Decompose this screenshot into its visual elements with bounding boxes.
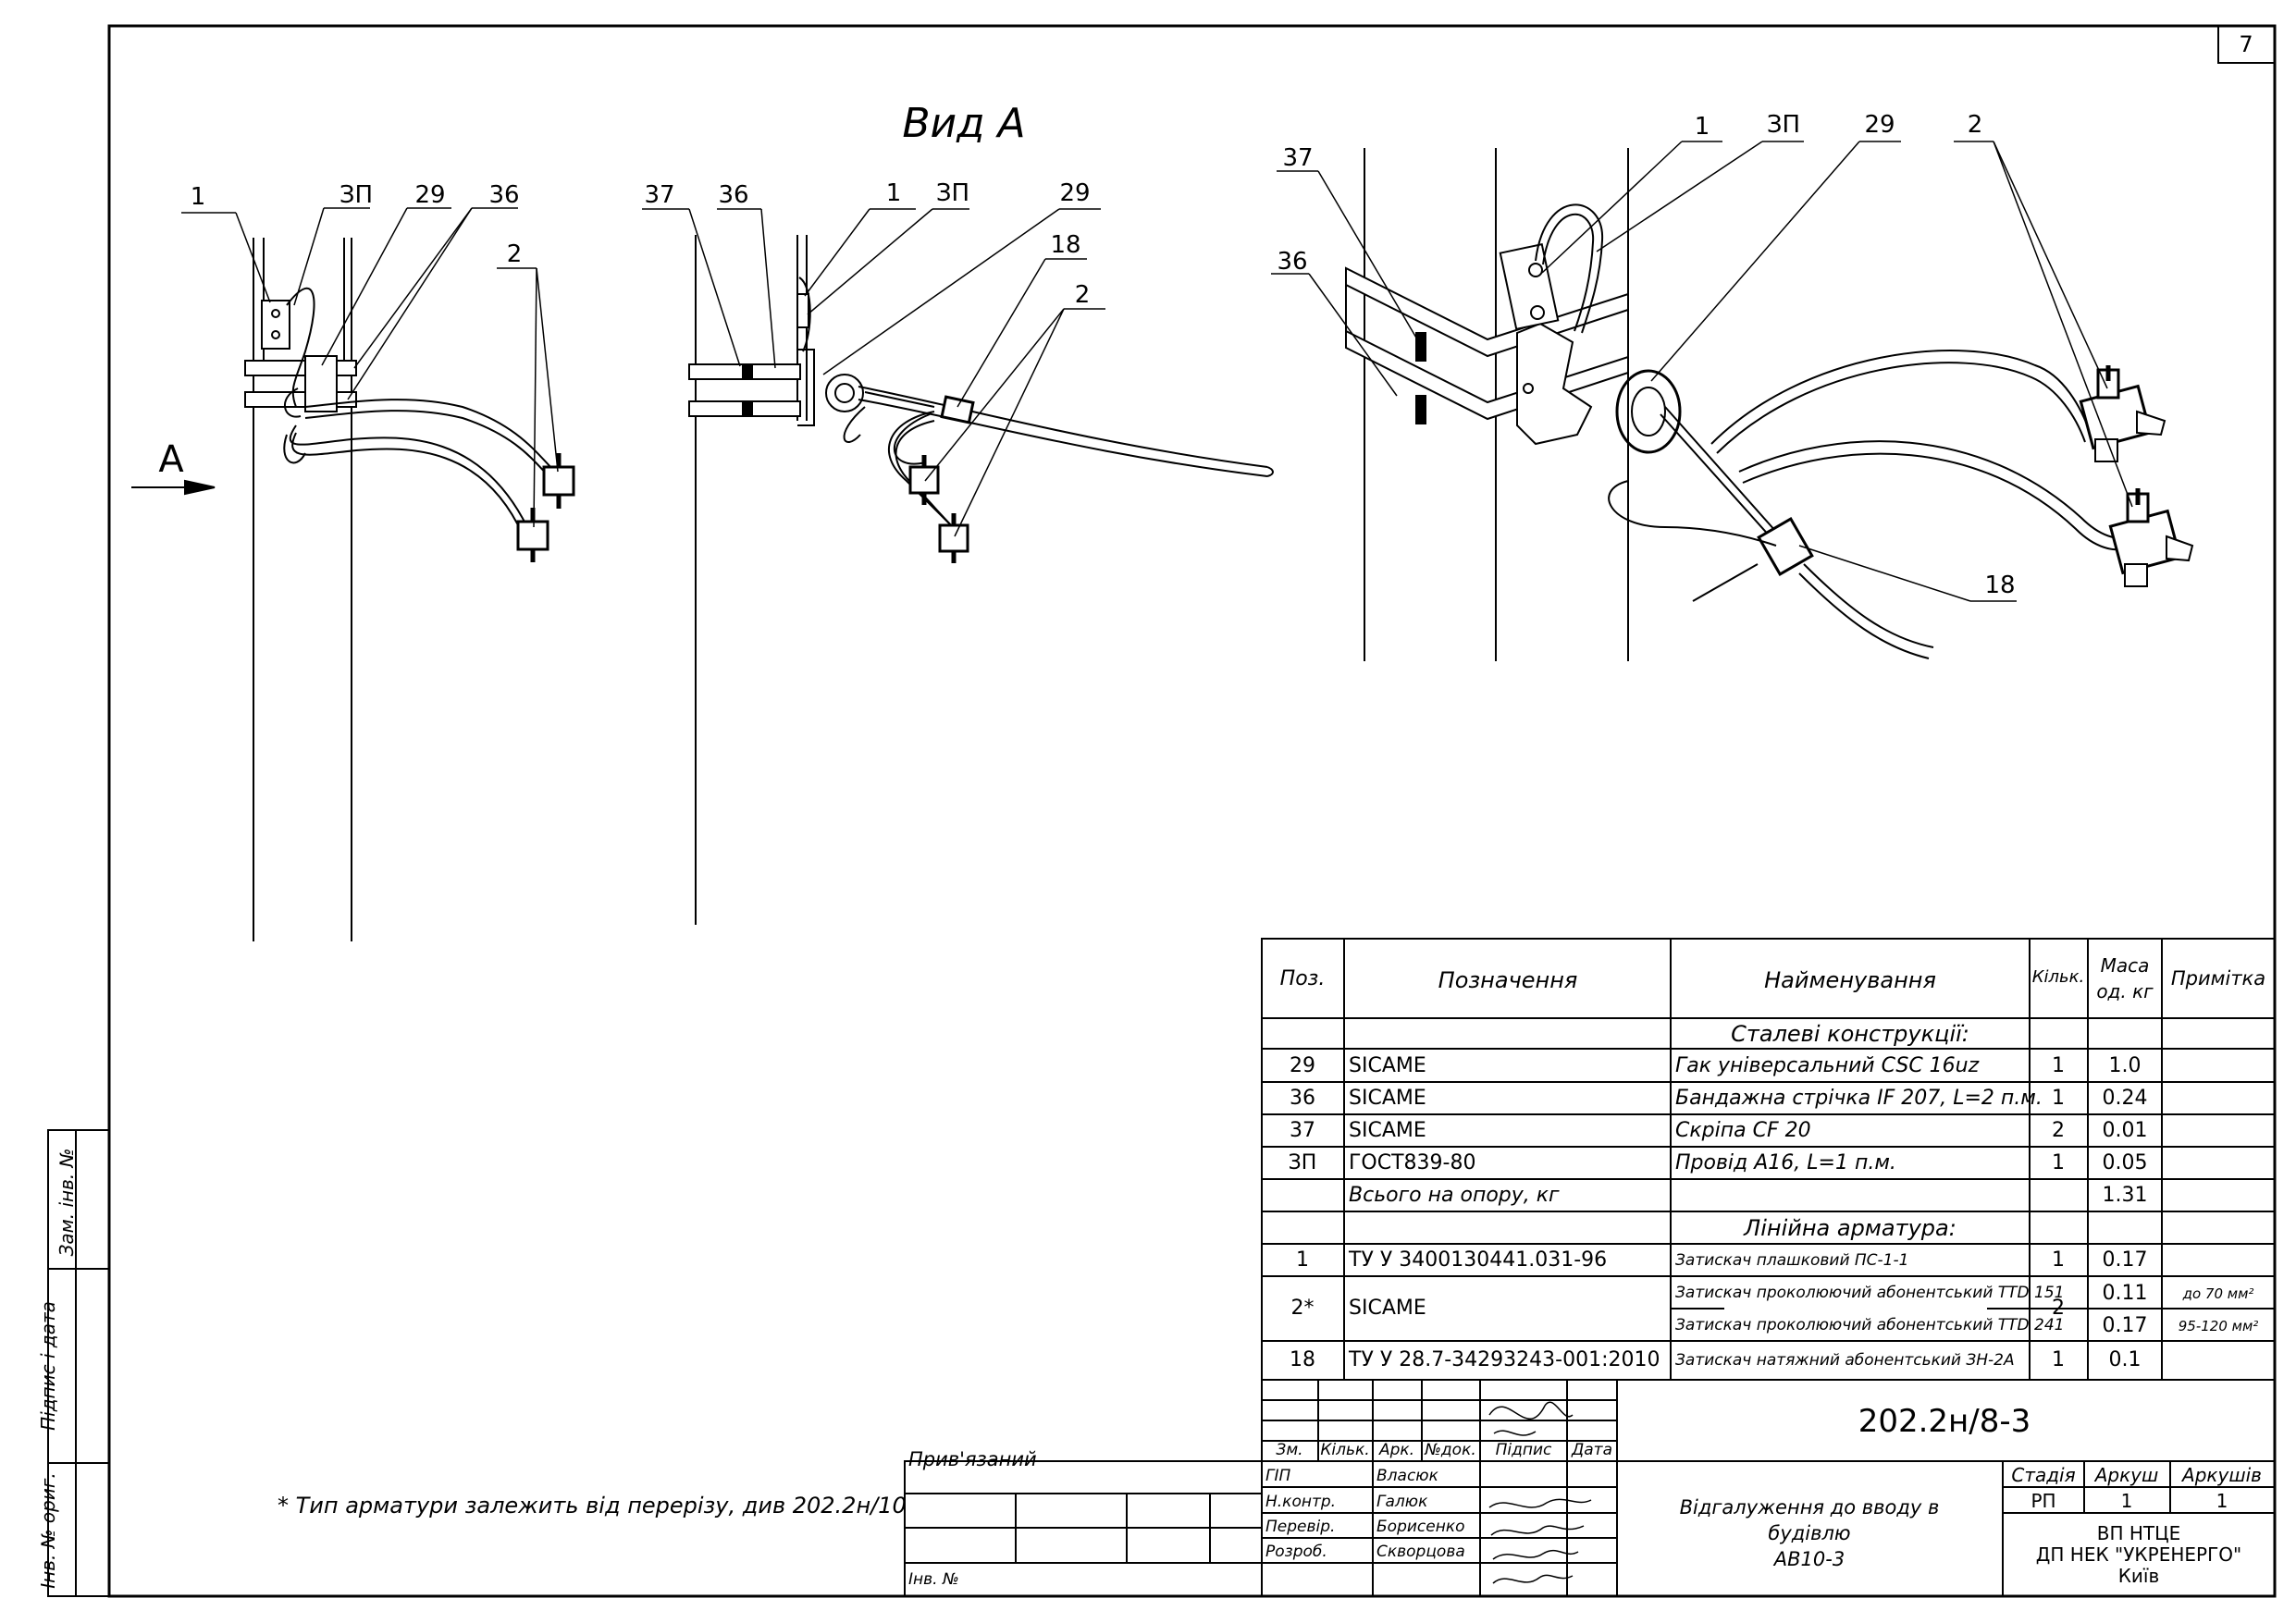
- hdr-mass-1: Маса: [2100, 954, 2150, 977]
- middle-view-pole: [689, 235, 1273, 925]
- hdr-qty: Кільк.: [2031, 967, 2085, 987]
- callout-right-zp: ЗП: [1766, 111, 1801, 139]
- inv-label: Інв. №: [908, 1570, 959, 1589]
- view-arrow-label: А: [158, 438, 184, 481]
- name-gip: Власюк: [1376, 1467, 1438, 1485]
- hdr-designation: Позначення: [1438, 967, 1578, 993]
- view-title: Вид А: [902, 100, 1026, 147]
- stage-value: РП: [2031, 1490, 2056, 1512]
- callout-left-zp: ЗП: [339, 181, 374, 209]
- role-perevir: Перевір.: [1265, 1518, 1336, 1536]
- callout-right-29: 29: [1864, 111, 1895, 139]
- right-connector-lower: [2110, 488, 2192, 586]
- sheets-label: Аркушів: [2182, 1464, 2262, 1486]
- hdr-name: Найменування: [1764, 967, 1936, 993]
- callout-left-36: 36: [488, 181, 520, 209]
- view-a-arrow: [131, 481, 215, 494]
- org-line-1: ВП НТЦЕ: [2096, 1522, 2181, 1544]
- right-connector-upper: [2080, 365, 2165, 461]
- callout-mid-37: 37: [644, 181, 675, 209]
- left-view-pole: [245, 238, 574, 941]
- doc-code: 202.2н/8-3: [1858, 1403, 2031, 1440]
- callout-mid-36: 36: [718, 181, 749, 209]
- side-stamp-inv: Інв. № ориг.: [37, 1472, 59, 1589]
- title-line-1: Відгалуження до вводу в: [1679, 1496, 1940, 1518]
- callout-mid-2: 2: [1074, 281, 1091, 309]
- side-stamp-zam: Зам. інв. №: [56, 1148, 78, 1257]
- side-stamp-pidpys: Підпис і дата: [37, 1301, 59, 1431]
- tb-col-zm: Зм.: [1276, 1441, 1303, 1459]
- footnote: * Тип арматури залежить від перерізу, ди…: [278, 1493, 907, 1518]
- name-perevir: Борисенко: [1376, 1518, 1465, 1536]
- callout-mid-18: 18: [1050, 231, 1081, 259]
- callout-right-18: 18: [1984, 572, 2016, 599]
- sheet-number: 7: [2239, 31, 2253, 57]
- title-line-2: будівлю: [1768, 1522, 1851, 1544]
- role-rozrob: Розроб.: [1265, 1543, 1327, 1561]
- sheet-value: 1: [2120, 1490, 2133, 1512]
- tb-col-pidpys: Підпис: [1495, 1441, 1552, 1459]
- callout-left-29: 29: [414, 181, 446, 209]
- callout-right-1: 1: [1694, 113, 1710, 141]
- right-view-pole: [1346, 148, 2192, 661]
- spec-table-grid: [1262, 939, 2275, 1380]
- sheets-value: 1: [2216, 1490, 2228, 1512]
- callout-left-1: 1: [190, 183, 206, 211]
- callout-right-2: 2: [1967, 111, 1983, 139]
- title-block-grid: [905, 1380, 2275, 1596]
- title-line-3: АВ10-3: [1773, 1548, 1845, 1570]
- callout-mid-29: 29: [1059, 179, 1091, 207]
- sheet-number-box: [2218, 26, 2275, 63]
- callout-mid-1: 1: [885, 179, 902, 207]
- right-view-leaders: [1271, 141, 2132, 601]
- middle-view-leaders: [642, 209, 1105, 536]
- stage-label: Стадія: [2011, 1464, 2076, 1486]
- callout-mid-zp: ЗП: [935, 179, 970, 207]
- left-view-leaders: [181, 208, 558, 527]
- section-steel: Сталеві конструкції:: [1731, 1021, 1969, 1047]
- org-line-2: ДП НЕК "УКРЕНЕРГО": [2035, 1543, 2242, 1566]
- sheet-label: Аркуш: [2094, 1464, 2159, 1486]
- linked-label: Прив'язаний: [908, 1448, 1037, 1470]
- name-rozrob: Скворцова: [1376, 1543, 1465, 1561]
- tb-col-ndok: №док.: [1425, 1441, 1476, 1459]
- hdr-note: Примітка: [2170, 967, 2266, 990]
- role-gip: ГІП: [1265, 1467, 1291, 1485]
- tb-col-kilk: Кільк.: [1320, 1441, 1370, 1459]
- name-nkontr: Галюк: [1376, 1493, 1428, 1511]
- role-nkontr: Н.контр.: [1265, 1493, 1337, 1511]
- tb-col-data: Дата: [1571, 1441, 1613, 1459]
- hdr-mass-2: од. кг: [2096, 980, 2154, 1002]
- org-line-3: Київ: [2117, 1565, 2160, 1587]
- signatures: [1489, 1402, 1591, 1583]
- hdr-pos: Поз.: [1279, 967, 1326, 990]
- callout-left-2: 2: [506, 240, 523, 268]
- callout-right-37: 37: [1282, 144, 1314, 172]
- tb-col-ark: Арк.: [1378, 1441, 1415, 1459]
- section-line: Лінійна арматура:: [1744, 1215, 1957, 1241]
- callout-right-36: 36: [1277, 248, 1308, 276]
- side-stamp-frame: [48, 1130, 109, 1596]
